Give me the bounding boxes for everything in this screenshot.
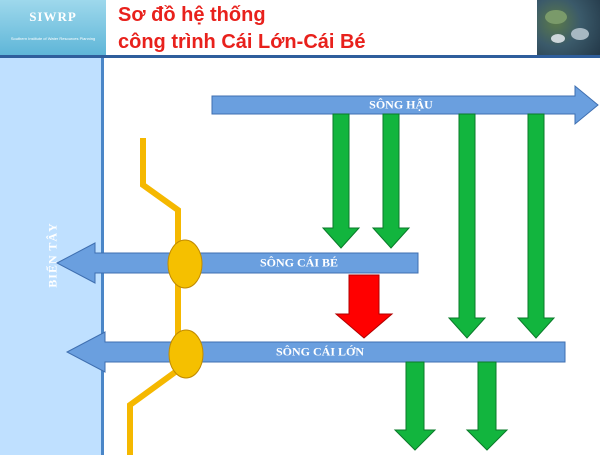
red-flow-arrow — [334, 274, 394, 339]
header-rule — [0, 55, 600, 58]
river-cai-be-label: SÔNG CÁI BÉ — [259, 255, 339, 270]
satellite-photo — [537, 0, 600, 55]
river-cai-lon-label: SÔNG CÁI LỚN — [275, 344, 365, 359]
gate-cai-lon — [168, 329, 204, 379]
river-hau-arrow — [211, 84, 599, 126]
photo-land — [545, 10, 567, 24]
logo-subtext: Southern Institute of Water Resources Pl… — [10, 36, 96, 41]
flow-arrow-2 — [371, 113, 411, 249]
slide-header: SIWRP Southern Institute of Water Resour… — [0, 0, 600, 58]
river-cai-be-arrow — [55, 242, 419, 284]
flow-arrow-4 — [516, 113, 556, 339]
photo-water — [571, 28, 589, 40]
flow-arrow-5 — [393, 361, 437, 451]
flow-arrow-6 — [465, 361, 509, 451]
photo-cloud — [551, 34, 565, 43]
slide-title: Sơ đồ hệ thống công trình Cái Lớn-Cái Bé — [118, 2, 366, 56]
gate-cai-be — [167, 239, 203, 289]
title-line-1: Sơ đồ hệ thống — [118, 4, 266, 26]
title-line-2: công trình Cái Lớn-Cái Bé — [118, 31, 366, 53]
flow-arrow-3 — [447, 113, 487, 339]
siwrp-logo: SIWRP Southern Institute of Water Resour… — [0, 0, 106, 55]
river-hau-label: SÔNG HẬU — [369, 97, 433, 112]
canal-line — [127, 138, 181, 455]
flow-arrow-1 — [321, 113, 361, 249]
logo-text: SIWRP — [29, 9, 77, 24]
